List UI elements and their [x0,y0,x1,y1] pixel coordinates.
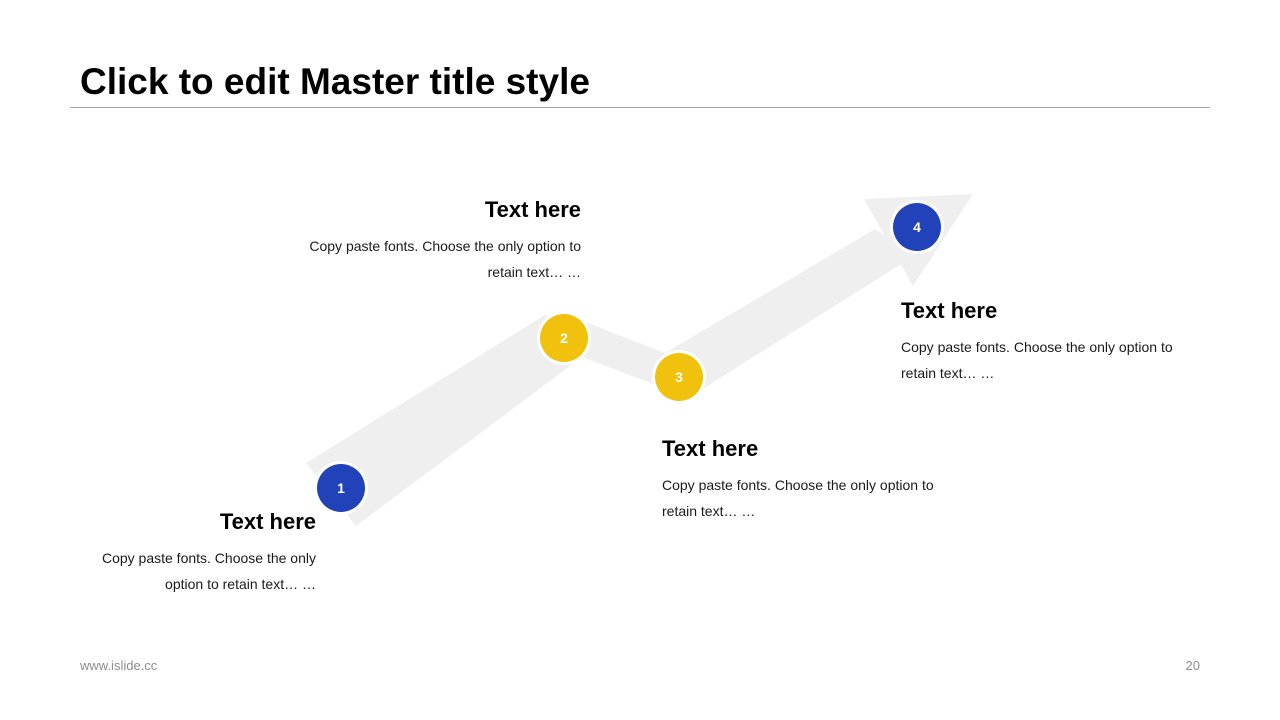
step-marker-3-number: 3 [675,369,683,385]
step-3-heading: Text here [662,436,759,461]
step-3-body: Copy paste fonts. Choose the only option… [662,477,934,519]
step-marker-4-number: 4 [913,219,921,235]
title-divider [70,107,1210,108]
step-marker-1[interactable]: 1 [314,461,368,515]
step-3-text-block[interactable]: Text here Copy paste fonts. Choose the o… [662,435,954,524]
step-4-body: Copy paste fonts. Choose the only option… [901,339,1173,381]
step-1-text-block[interactable]: Text here Copy paste fonts. Choose the o… [80,508,316,597]
step-2-body: Copy paste fonts. Choose the only option… [309,238,581,280]
step-marker-3-disc [655,353,703,401]
page-number: 20 [1185,658,1200,673]
zigzag-arrow-body [306,229,914,526]
step-marker-2[interactable]: 2 [537,311,591,365]
step-1-heading: Text here [219,509,316,534]
step-4-text-block[interactable]: Text here Copy paste fonts. Choose the o… [901,297,1193,386]
step-4-heading: Text here [901,298,998,323]
slide-title[interactable]: Click to edit Master title style [80,61,590,102]
step-marker-4-disc [893,203,941,251]
step-marker-3[interactable]: 3 [652,350,706,404]
step-2-heading: Text here [484,197,581,222]
step-2-text-block[interactable]: Text here Copy paste fonts. Choose the o… [300,196,581,285]
footer-url[interactable]: www.islide.cc [80,658,158,673]
step-marker-2-number: 2 [560,330,568,346]
step-marker-1-number: 1 [337,480,345,496]
step-1-body: Copy paste fonts. Choose the only option… [101,550,316,592]
step-marker-2-disc [540,314,588,362]
step-marker-1-disc [317,464,365,512]
step-marker-4[interactable]: 4 [890,200,944,254]
